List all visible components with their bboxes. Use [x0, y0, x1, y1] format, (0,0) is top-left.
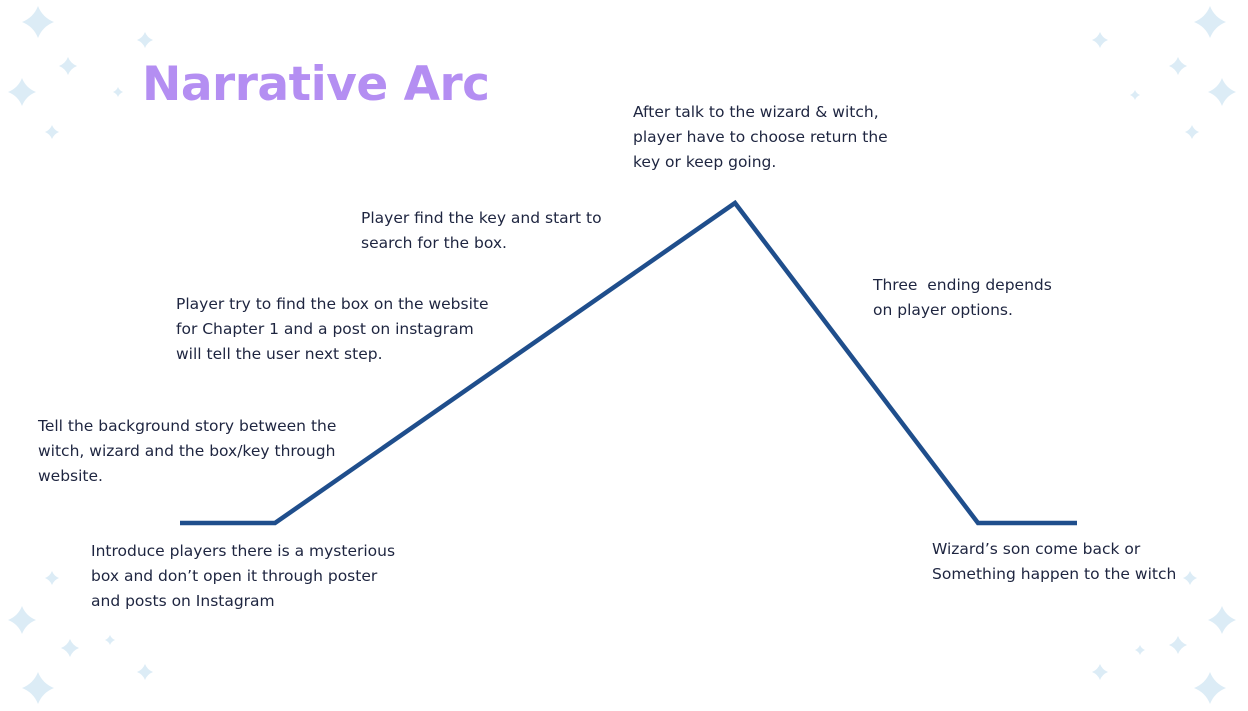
sparkle-icon [1092, 32, 1108, 48]
sparkle-icon [137, 32, 153, 48]
sparkle-icon [1169, 57, 1187, 75]
sparkle-icon [8, 78, 36, 106]
sparkle-icon [8, 606, 36, 634]
sparkle-icon [59, 57, 77, 75]
note-line: box and don’t open it through poster [91, 567, 378, 585]
note-resolution: Wizard’s son come back or Something happ… [932, 537, 1176, 587]
note-chapter1: Player try to find the box on the websit… [176, 292, 489, 367]
sparkle-icon [22, 6, 54, 38]
note-line: Player try to find the box on the websit… [176, 295, 489, 313]
note-line: After talk to the wizard & witch, [633, 103, 879, 121]
note-endings: Three ending depends on player options. [873, 273, 1052, 323]
sparkle-icon [137, 664, 153, 680]
sparkle-icon [1208, 606, 1236, 634]
note-line: player have to choose return the [633, 128, 888, 146]
sparkle-icon [1208, 78, 1236, 106]
note-line: for Chapter 1 and a post on instagram [176, 320, 474, 338]
note-line: key or keep going. [633, 153, 777, 171]
sparkle-icon [22, 672, 54, 704]
note-line: website. [38, 467, 103, 485]
note-line: and posts on Instagram [91, 592, 275, 610]
note-line: Introduce players there is a mysterious [91, 542, 396, 560]
sparkle-icon [1194, 6, 1226, 38]
note-line: witch, wizard and the box/key through [38, 442, 336, 460]
sparkle-icon [1130, 90, 1140, 100]
sparkle-icon [1092, 664, 1108, 680]
arc-line [180, 199, 1077, 526]
note-line: Player find the key and start to [361, 209, 602, 227]
sparkle-icon [61, 639, 79, 657]
sparkle-icon [1169, 636, 1187, 654]
note-line: will tell the user next step. [176, 345, 383, 363]
note-line: Tell the background story between the [38, 417, 337, 435]
note-intro: Introduce players there is a mysterious … [91, 539, 395, 614]
sparkle-icon [1185, 125, 1199, 139]
note-background: Tell the background story between the wi… [38, 414, 336, 489]
note-line: Wizard’s son come back or [932, 540, 1141, 558]
sparkle-icon [1194, 672, 1226, 704]
note-line: Something happen to the witch [932, 565, 1177, 583]
note-line: Three ending depends [873, 276, 1052, 294]
note-climax: After talk to the wizard & witch, player… [633, 100, 888, 175]
slide-title: Narrative Arc [142, 57, 490, 112]
sparkle-icon [113, 87, 123, 97]
sparkle-icon [45, 571, 59, 585]
note-line: on player options. [873, 301, 1013, 319]
note-line: search for the box. [361, 234, 507, 252]
sparkle-icon [1183, 571, 1197, 585]
sparkle-icon [105, 635, 115, 645]
sparkle-icon [45, 125, 59, 139]
note-key: Player find the key and start to search … [361, 206, 602, 256]
sparkle-icon [1135, 645, 1145, 655]
